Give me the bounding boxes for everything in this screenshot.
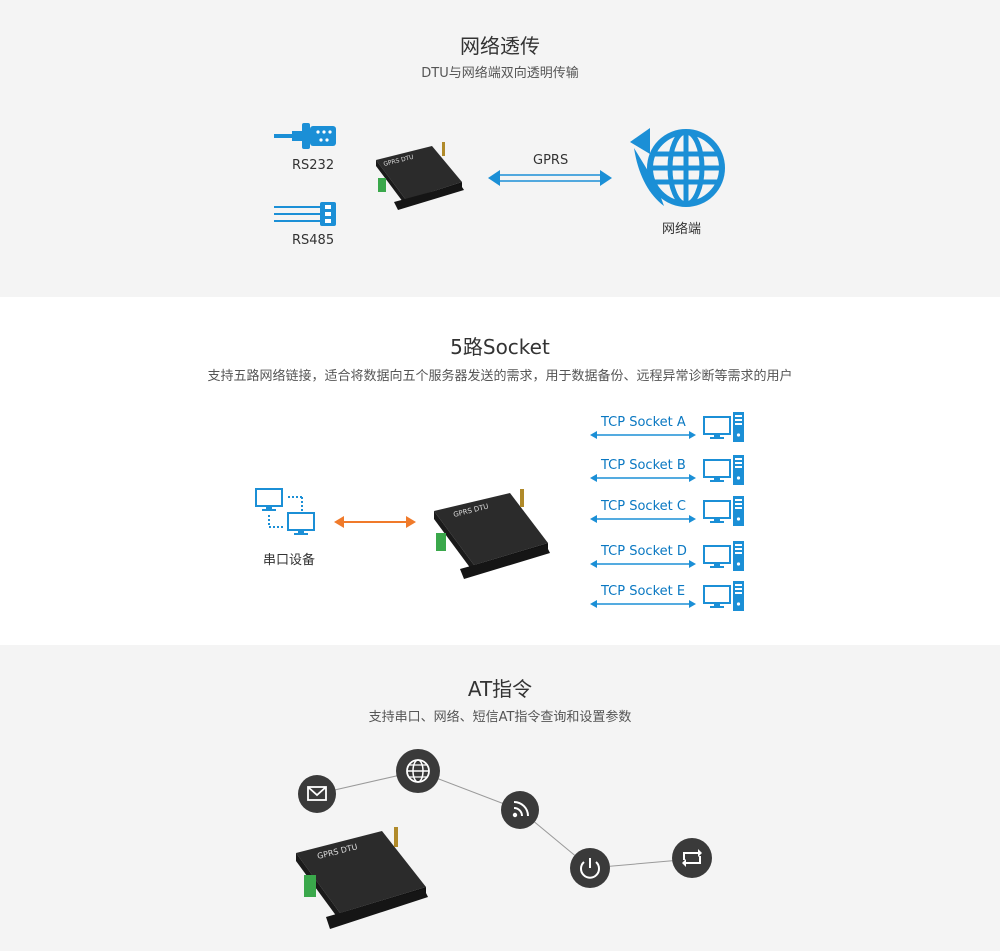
rs232-connector-icon — [274, 123, 336, 149]
tcp-socket-label: TCP Socket D — [601, 544, 687, 559]
rs485-label: RS485 — [292, 233, 335, 248]
section-title: 5路Socket — [450, 335, 550, 359]
tcp-socket-arrow — [590, 431, 696, 439]
globe-icon — [630, 128, 725, 207]
computer-icon — [703, 412, 744, 442]
dtu-device-image: GPRS DTU — [434, 489, 550, 579]
computer-icon — [703, 496, 744, 526]
tcp-socket-label: TCP Socket A — [601, 415, 686, 430]
section-subtitle: 支持串口、网络、短信AT指令查询和设置参数 — [368, 710, 632, 725]
dtu-device-image: GPRS DTU — [376, 142, 464, 210]
serial-device-monitors-icon — [255, 488, 315, 535]
computer-icon — [703, 455, 744, 485]
section-transparent-transmission: 网络透传 DTU与网络端双向透明传输 RS232 RS485 GPRS DTU — [0, 0, 1000, 297]
rs232-label: RS232 — [292, 158, 335, 173]
section-subtitle: DTU与网络端双向透明传输 — [421, 66, 579, 81]
section-title: 网络透传 — [460, 34, 540, 58]
tcp-socket-arrow — [590, 560, 696, 568]
serial-bidirectional-arrow — [334, 516, 416, 528]
computer-icon — [703, 541, 744, 571]
computer-icon — [703, 581, 744, 611]
power-icon — [570, 848, 610, 888]
connection-lines — [316, 770, 693, 869]
tcp-socket-label: TCP Socket C — [601, 499, 686, 514]
section-at-commands: AT指令 支持串口、网络、短信AT指令查询和设置参数 GPRS DTU — [0, 645, 1000, 951]
tcp-socket-label: TCP Socket B — [601, 458, 686, 473]
dtu-device-image: GPRS DTU — [296, 827, 428, 929]
tcp-socket-arrow — [590, 600, 696, 608]
sync-icon — [672, 838, 712, 878]
section-title: AT指令 — [467, 677, 533, 701]
gprs-label: GPRS — [533, 153, 569, 168]
rs485-connector-icon — [274, 202, 336, 226]
mail-icon — [298, 775, 336, 813]
tcp-socket-arrow — [590, 515, 696, 523]
globe-icon — [396, 749, 440, 793]
tcp-socket-arrow — [590, 474, 696, 482]
serial-device-label: 串口设备 — [263, 553, 316, 568]
network-label: 网络端 — [662, 222, 702, 237]
gprs-bidirectional-arrow — [488, 170, 612, 186]
tcp-socket-label: TCP Socket E — [601, 584, 686, 599]
section-five-sockets: 5路Socket 支持五路网络链接，适合将数据向五个服务器发送的需求，用于数据备… — [0, 297, 1000, 645]
section-subtitle: 支持五路网络链接，适合将数据向五个服务器发送的需求，用于数据备份、远程异常诊断等… — [207, 369, 793, 384]
wifi-signal-icon — [501, 791, 539, 829]
